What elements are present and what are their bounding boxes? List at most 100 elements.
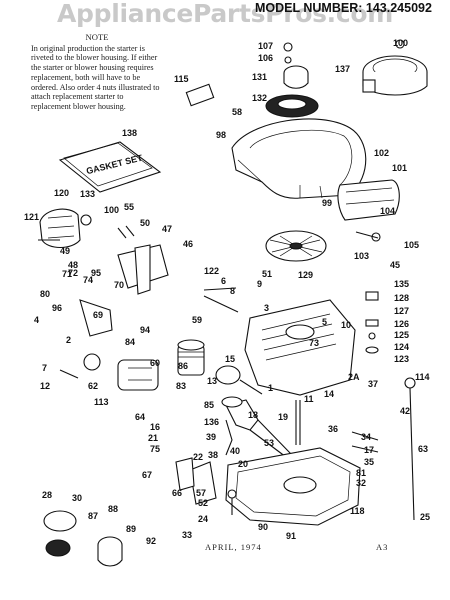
part-callout-125: 125	[394, 330, 409, 340]
part-callout-46: 46	[183, 239, 193, 249]
part-callout-100: 100	[104, 205, 119, 215]
part-callout-118: 118	[350, 506, 365, 516]
air-cleaner	[39, 208, 81, 249]
part-callout-123: 123	[394, 354, 409, 364]
muffler	[337, 179, 400, 221]
part-callout-69: 69	[93, 310, 103, 320]
gasket-set-envelope: GASKET SET	[58, 141, 162, 193]
part-callout-67: 67	[142, 470, 152, 480]
part-callout-18: 18	[248, 410, 258, 420]
part-callout-131: 131	[252, 72, 267, 82]
replacement-note: NOTE In original production the starter …	[31, 32, 163, 112]
part-callout-138: 138	[122, 128, 137, 138]
part-callout-127: 127	[394, 306, 409, 316]
part-callout-128: 128	[394, 293, 409, 303]
part-callout-40: 40	[230, 446, 240, 456]
part-callout-28: 28	[42, 490, 52, 500]
part-callout-89: 89	[126, 524, 136, 534]
part-callout-132: 132	[252, 93, 267, 103]
starter-pulley	[265, 65, 319, 118]
part-callout-83: 83	[176, 381, 186, 391]
part-callout-137: 137	[335, 64, 350, 74]
part-callout-47: 47	[162, 224, 172, 234]
part-callout-99: 99	[322, 198, 332, 208]
part-callout-107: 107	[258, 41, 273, 51]
part-callout-66: 66	[172, 488, 182, 498]
piston-assembly	[177, 339, 263, 395]
part-callout-5: 5	[322, 317, 327, 327]
engine-parts-artwork: GASKET SET	[38, 39, 428, 567]
part-callout-10: 10	[341, 320, 351, 330]
diagram-page-code: A3	[376, 542, 389, 552]
model-number-heading: MODEL NUMBER: 143.245092	[255, 1, 432, 15]
part-callout-52: 52	[198, 498, 208, 508]
part-callout-84: 84	[125, 337, 135, 347]
part-callout-135: 135	[394, 279, 409, 289]
top-fasteners	[185, 39, 405, 107]
part-callout-7: 7	[42, 363, 47, 373]
part-callout-25: 25	[420, 512, 430, 522]
part-callout-6: 6	[221, 276, 226, 286]
part-callout-91: 91	[286, 531, 296, 541]
part-callout-121: 121	[24, 212, 39, 222]
part-callout-50: 50	[140, 218, 150, 228]
part-callout-33: 33	[182, 530, 192, 540]
blower-housing	[231, 118, 367, 199]
part-callout-4: 4	[34, 315, 39, 325]
part-callout-94: 94	[140, 325, 150, 335]
part-callout-16: 16	[150, 422, 160, 432]
part-callout-115: 115	[174, 74, 189, 84]
part-callout-105: 105	[404, 240, 419, 250]
part-callout-90: 90	[258, 522, 268, 532]
part-callout-35: 35	[364, 457, 374, 467]
part-callout-120: 120	[54, 188, 69, 198]
part-callout-48: 48	[68, 260, 78, 270]
crankshaft	[221, 396, 293, 461]
part-callout-2A: 2A	[348, 372, 360, 382]
part-callout-126: 126	[394, 319, 409, 329]
part-callout-22: 22	[193, 452, 203, 462]
drive-pulleys	[43, 510, 123, 567]
part-callout-2: 2	[66, 335, 71, 345]
part-callout-14: 14	[324, 389, 334, 399]
part-callout-71: 71	[62, 269, 72, 279]
engine-base	[225, 447, 361, 526]
part-callout-11: 11	[304, 394, 314, 404]
part-callout-58: 58	[232, 107, 242, 117]
part-callout-49: 49	[60, 246, 70, 256]
note-heading: NOTE	[85, 32, 109, 42]
part-callout-88: 88	[108, 504, 118, 514]
part-callout-102: 102	[374, 148, 389, 158]
part-callout-3: 3	[264, 303, 269, 313]
part-callout-24: 24	[198, 514, 208, 524]
part-callout-19: 19	[278, 412, 288, 422]
part-callout-39: 39	[206, 432, 216, 442]
part-callout-1: 1	[268, 383, 273, 393]
part-callout-129: 129	[298, 270, 313, 280]
part-callout-32: 32	[356, 478, 366, 488]
part-callout-70: 70	[114, 280, 124, 290]
part-callout-106: 106	[258, 53, 273, 63]
drive-shaft	[295, 400, 301, 445]
watermark: AppliancePartsPros.com	[56, 0, 394, 28]
part-callout-60: 60	[150, 358, 160, 368]
part-callout-15: 15	[225, 354, 235, 364]
part-callout-63: 63	[418, 444, 428, 454]
part-callout-87: 87	[88, 511, 98, 521]
part-callout-95: 95	[91, 268, 101, 278]
part-callout-64: 64	[135, 412, 145, 422]
part-callout-17: 17	[364, 445, 374, 455]
part-callout-12: 12	[40, 381, 50, 391]
crankcase-block	[244, 299, 356, 396]
part-callout-21: 21	[148, 433, 158, 443]
part-callout-59: 59	[192, 315, 202, 325]
part-callout-55: 55	[124, 202, 134, 212]
part-callout-38: 38	[208, 450, 218, 460]
part-callout-20: 20	[238, 459, 248, 469]
part-callout-45: 45	[390, 260, 400, 270]
note-body: In original production the starter is ri…	[31, 43, 160, 111]
part-callout-96: 96	[52, 303, 62, 313]
model-number-label: MODEL NUMBER:	[255, 1, 363, 15]
part-callout-42: 42	[400, 406, 410, 416]
part-callout-9: 9	[257, 279, 262, 289]
